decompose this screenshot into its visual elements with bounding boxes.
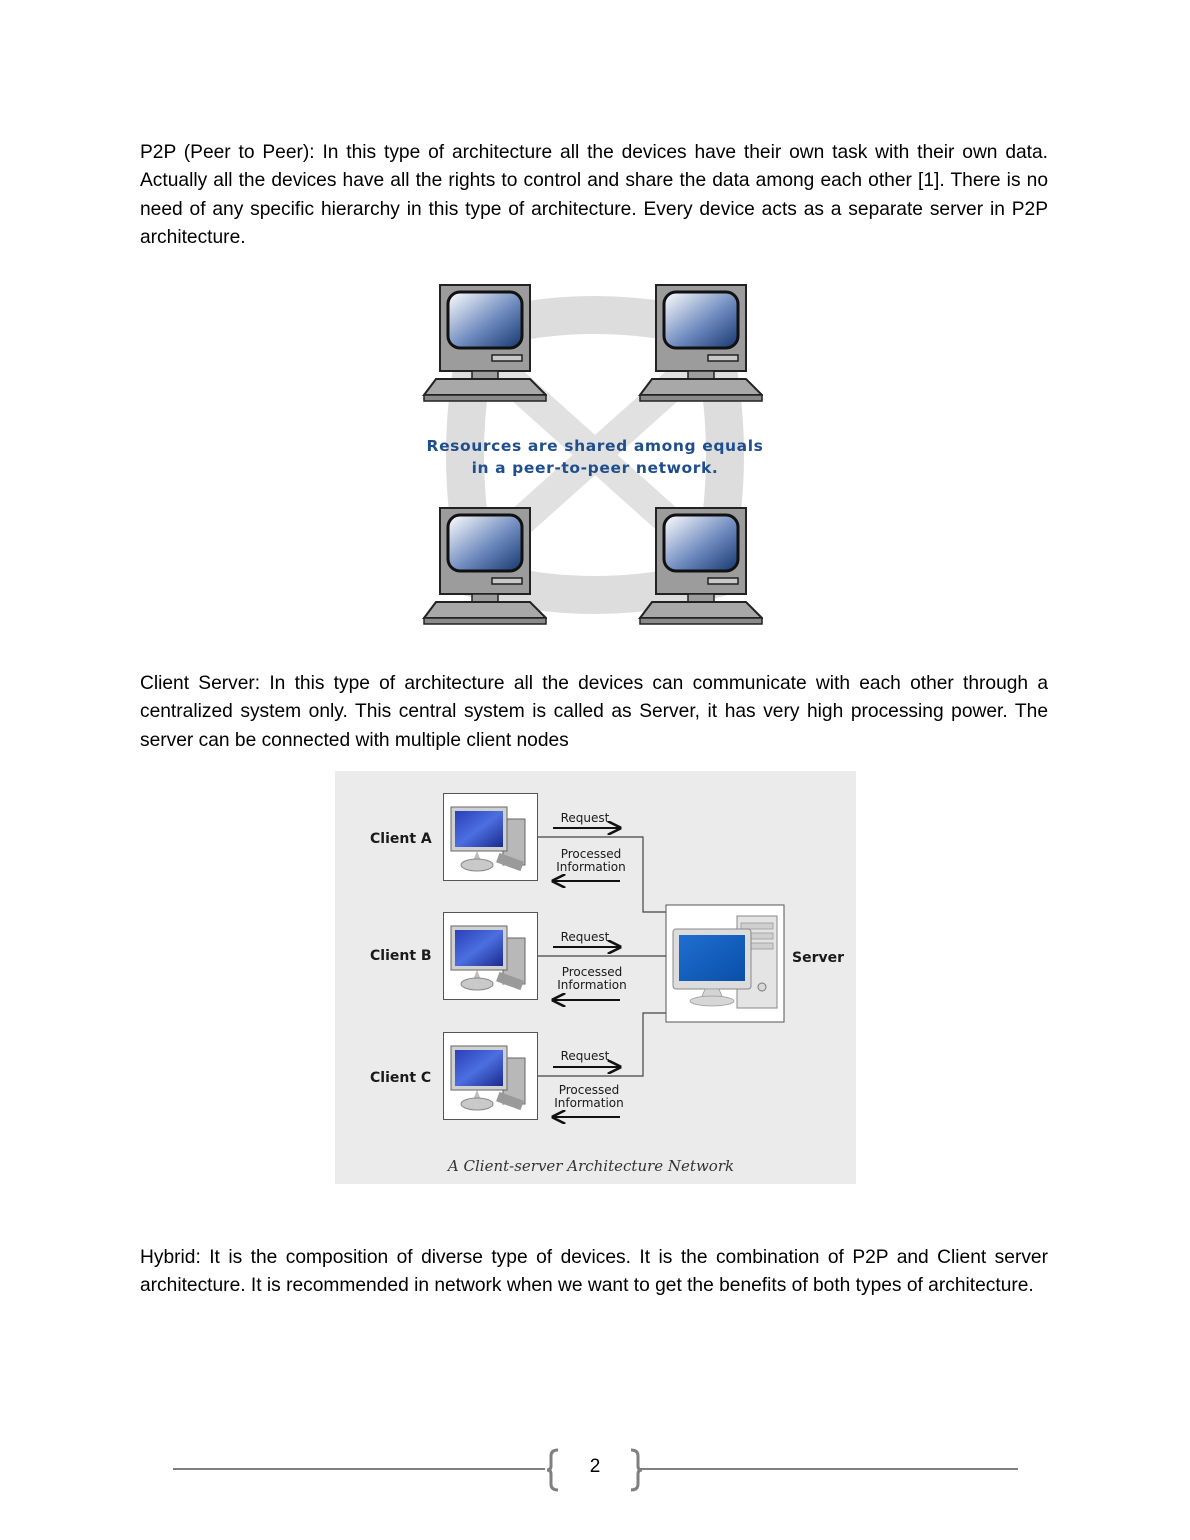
response-label-line1: Processed [562, 965, 623, 979]
right-bracket-icon [630, 1448, 643, 1492]
response-label-line2: Information [554, 1096, 623, 1110]
p2p-network-figure: Resources are shared among equals in a p… [422, 283, 764, 626]
client-computer-icon [443, 1032, 538, 1120]
client-c-group: Client C Request Processed Information [370, 1032, 624, 1120]
hybrid-paragraph: Hybrid: It is the composition of diverse… [140, 1247, 1048, 1297]
request-label: Request [561, 811, 610, 825]
page-number: 2 [589, 1456, 601, 1477]
client-label: Client C [370, 1070, 431, 1086]
server-computer-icon [672, 915, 778, 1009]
client-label: Client B [370, 948, 432, 964]
computer-icon [638, 506, 763, 626]
request-label: Request [561, 1049, 610, 1063]
figure-caption: A Client-server Architecture Network [446, 1157, 734, 1175]
client-label: Client A [370, 831, 432, 847]
response-label-line2: Information [556, 860, 625, 874]
computer-icon [638, 283, 763, 403]
p2p-paragraph: P2P (Peer to Peer): In this type of arch… [140, 142, 1048, 249]
response-label-line1: Processed [561, 847, 622, 861]
computer-icon [422, 506, 547, 626]
response-label-line1: Processed [559, 1083, 620, 1097]
response-label-line2: Information [557, 978, 626, 992]
client-computer-icon [443, 793, 538, 881]
p2p-caption-line2: in a peer-to-peer network. [472, 459, 719, 477]
connector-lines [538, 836, 666, 1077]
footer-divider-left [173, 1468, 545, 1470]
client-a-group: Client A Request Processed Information [370, 793, 626, 882]
page-footer: 2 [0, 1440, 1190, 1500]
server-group [665, 904, 785, 1023]
client-server-paragraph: Client Server: In this type of architect… [140, 673, 1048, 751]
footer-divider-right [640, 1468, 1018, 1470]
client-b-group: Client B Request Processed Information [370, 912, 627, 1001]
client-computer-icon [443, 912, 538, 1000]
client-server-figure: Client A Request Processed Information C… [335, 771, 856, 1184]
computer-icon [422, 283, 547, 403]
p2p-caption-line1: Resources are shared among equals [427, 437, 764, 455]
server-label: Server [792, 950, 844, 966]
request-label: Request [561, 930, 610, 944]
left-bracket-icon [546, 1448, 559, 1492]
